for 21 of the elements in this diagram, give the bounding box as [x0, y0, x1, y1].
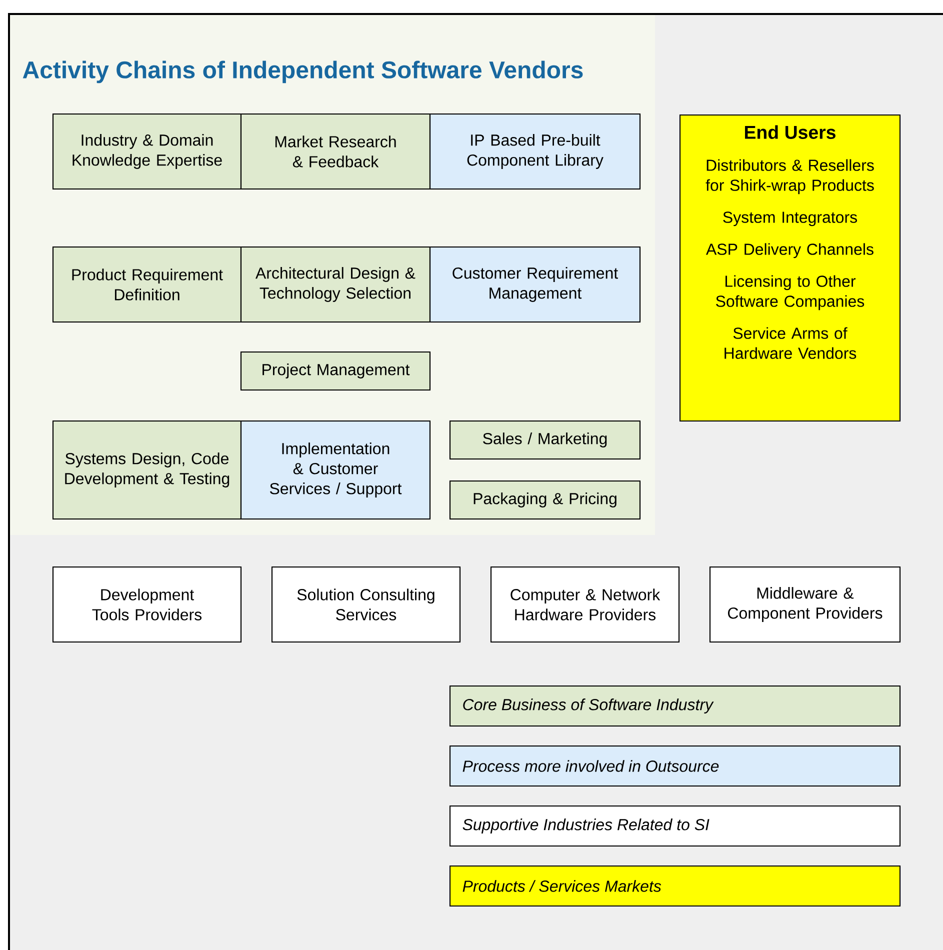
- process-box: Architectural Design & Technology Selection: [240, 246, 431, 323]
- process-box: IP Based Pre-built Component Library: [429, 113, 641, 190]
- process-box: Sales / Marketing: [449, 420, 641, 460]
- process-box: Customer Requirement Management: [429, 246, 641, 323]
- legend-label: Process more involved in Outsource: [462, 760, 719, 772]
- process-box: Packaging & Pricing: [449, 480, 641, 520]
- process-box: Computer & Network Hardware Providers: [490, 566, 680, 643]
- process-box: Industry & Domain Knowledge Expertise: [52, 113, 242, 190]
- process-box: Project Management: [240, 351, 431, 391]
- process-box: Implementation & Customer Services / Support: [240, 420, 431, 520]
- process-box: Development Tools Providers: [52, 566, 242, 643]
- legend-label: Supportive Industries Related to SI: [462, 818, 710, 834]
- process-box: Middleware & Component Providers: [709, 566, 901, 643]
- market-box: End Users Distributors & Resellers for Shirk-wrap Products System Integrators ASP Delivery Channels Licensing to Other Software Companies Service Arms of Hardware Vendors: [679, 114, 901, 422]
- process-box: Market Research & Feedback: [240, 113, 431, 190]
- title: Activity Chains of Independent Software Vendors: [22, 60, 583, 84]
- process-box: Product Requirement Definition: [52, 246, 242, 323]
- legend-label: Core Business of Software Industry: [463, 698, 714, 714]
- process-box: Solution Consulting Services: [271, 566, 461, 643]
- legend-label: Products / Services Markets: [462, 880, 662, 892]
- process-box: Systems Design, Code Development & Testing: [52, 420, 242, 520]
